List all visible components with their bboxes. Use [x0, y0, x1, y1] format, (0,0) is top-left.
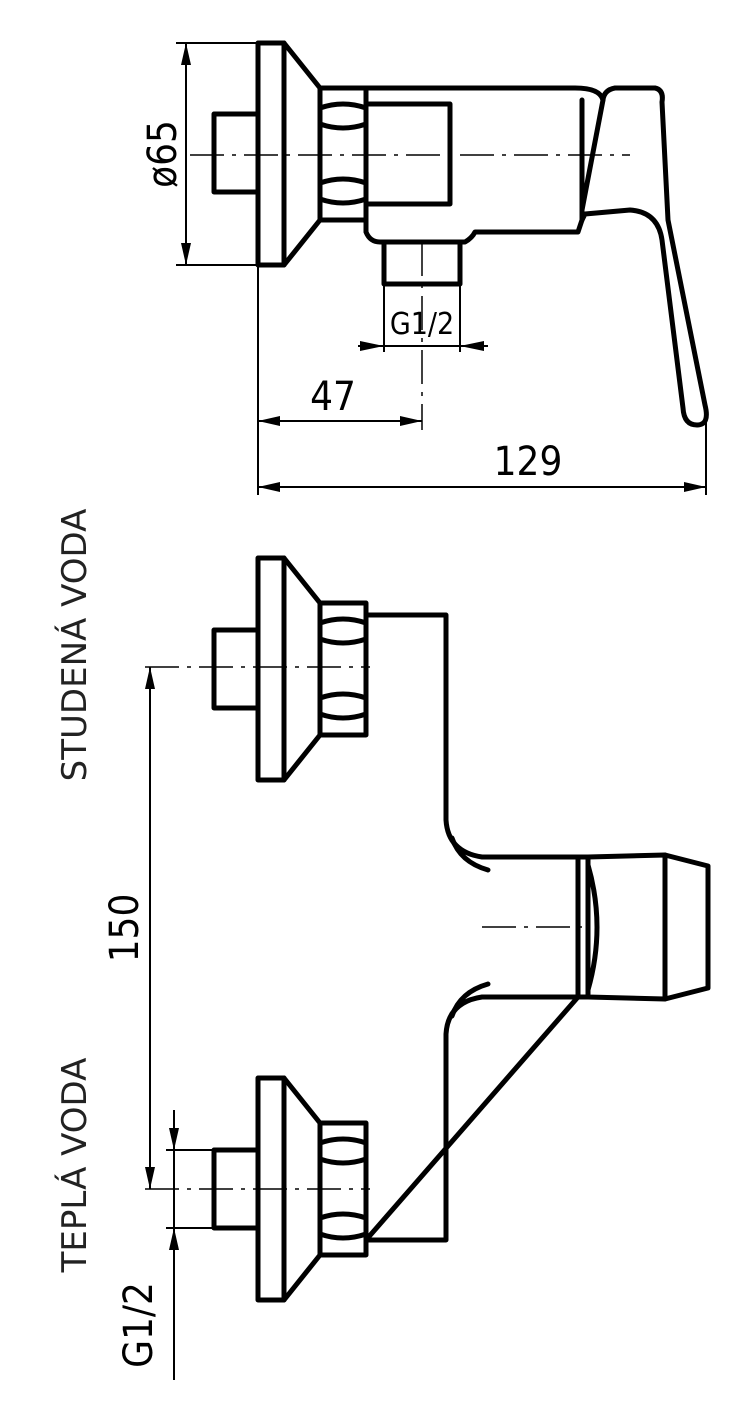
side-thread-dimension-label: G1/2: [390, 307, 454, 342]
cold-connection: [211, 555, 369, 783]
front-lever-cap: [575, 852, 711, 1002]
side-body: [363, 85, 606, 245]
hot-connection: [211, 1075, 369, 1303]
side-wall-stub: [211, 111, 261, 195]
diameter-dimension-label: ø65: [140, 120, 186, 188]
offset-dimension-label: 47: [310, 374, 356, 420]
side-escutcheon: [255, 40, 287, 268]
front-view: 150 G1/2 STUDENÁ VODA TEPLÁ VODA: [54, 509, 711, 1380]
side-lever-handle: [579, 85, 709, 428]
side-cone: [281, 40, 323, 268]
total-dimension-label: 129: [494, 439, 563, 485]
spacing-dimension-label: 150: [102, 894, 148, 963]
hot-water-label: TEPLÁ VODA: [54, 1058, 95, 1274]
cold-water-label: STUDENÁ VODA: [54, 509, 95, 782]
side-inner-body: [363, 101, 453, 207]
front-thread-dimension-label: G1/2: [116, 1282, 162, 1368]
side-view: ø65 G1/2 47 129: [140, 40, 709, 495]
